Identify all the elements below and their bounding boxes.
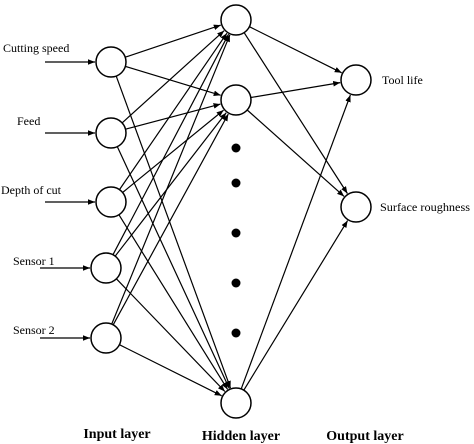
edge-input-1-to-hidden-2 [125, 65, 221, 96]
input-label-sensor-1: Sensor 1 [13, 254, 55, 268]
input-layer-title: Input layer [83, 427, 150, 442]
edge-hidden-1-to-output-2 [243, 32, 348, 194]
edge-input-2-to-hidden-2 [125, 103, 221, 130]
output-label-surface-roughness: Surface roughness [380, 200, 470, 214]
ellipsis-dot [231, 178, 241, 188]
edge-hidden-2-to-output-1 [250, 80, 341, 99]
edge-hidden-3-to-output-1 [240, 94, 351, 390]
hidden-node-2 [220, 84, 252, 116]
output-layer-title: Output layer [326, 429, 403, 444]
edge-input-2-to-hidden-1 [121, 30, 225, 124]
edge-input-5-to-hidden-1 [111, 34, 231, 325]
edge-input-5-to-hidden-3 [119, 344, 222, 397]
edge-input-1-to-hidden-1 [125, 24, 221, 58]
edge-hidden-3-to-output-2 [243, 220, 349, 391]
hidden-node-1 [220, 4, 252, 36]
output-label-tool-life: Tool life [382, 73, 423, 87]
input-node-5 [90, 322, 122, 354]
ellipsis-dot [231, 328, 241, 338]
input-label-sensor-2: Sensor 2 [13, 323, 55, 337]
input-feed-arrows [40, 59, 95, 341]
edge-input-5-to-hidden-2 [112, 113, 229, 326]
input-label-feed: Feed [17, 114, 40, 128]
labels: Cutting speed Feed Depth of cut Sensor 1… [1, 41, 470, 444]
input-node-2 [95, 117, 127, 149]
edge-hidden-1-to-output-1 [249, 26, 342, 74]
edge-input-4-to-hidden-2 [114, 112, 227, 257]
connections [111, 24, 351, 397]
ellipsis-dot [231, 278, 241, 288]
output-node-2 [340, 191, 372, 223]
edge-input-4-to-hidden-3 [115, 278, 226, 392]
input-node-1 [95, 46, 127, 78]
output-node-1 [340, 64, 372, 96]
edge-input-3-to-hidden-2 [122, 109, 224, 193]
edge-hidden-2-to-output-2 [246, 109, 345, 197]
ellipsis-dot [231, 143, 241, 153]
hidden-node-3 [220, 387, 252, 419]
edge-input-3-to-hidden-1 [119, 32, 228, 190]
edge-input-4-to-hidden-1 [112, 33, 230, 255]
input-node-4 [90, 252, 122, 284]
input-label-depth-of-cut: Depth of cut [1, 183, 62, 197]
edge-input-3-to-hidden-3 [118, 214, 229, 390]
hidden-layer-title: Hidden layer [202, 429, 280, 444]
input-node-3 [95, 186, 127, 218]
ellipsis-dot [231, 228, 241, 238]
edge-input-2-to-hidden-3 [116, 146, 230, 389]
nodes [90, 4, 372, 419]
edge-input-1-to-hidden-3 [115, 75, 232, 389]
input-label-cutting-speed: Cutting speed [3, 41, 69, 55]
